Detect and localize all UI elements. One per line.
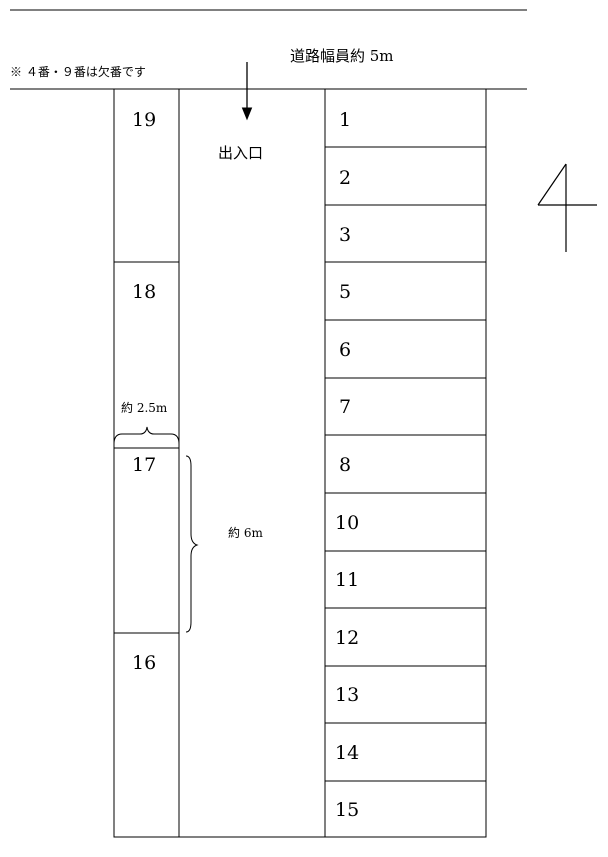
space-number-7: 7 [339,396,351,418]
space-number-19: 19 [132,109,156,131]
north-marker-icon [537,163,597,252]
space-number-16: 16 [132,652,156,674]
entrance-label: 出入口 [218,144,263,162]
space-number-6: 6 [339,339,351,361]
space-number-2: 2 [339,167,351,189]
parking-space-16 [113,632,180,838]
width-dimension-label: 約 2.5m [121,400,168,415]
width-dimension-brace [113,426,180,445]
road-width-label: 道路幅員約 5m [290,47,394,65]
length-dimension-label: 約 6m [228,525,263,540]
space-number-15: 15 [335,799,359,821]
space-number-14: 14 [335,742,359,764]
entrance-arrow-icon [241,107,253,121]
space-number-8: 8 [339,454,351,476]
space-number-17: 17 [132,454,156,476]
left-parking-column: 19 18 17 16 [113,88,180,838]
space-number-18: 18 [132,281,156,303]
missing-numbers-note: ※ ４番・９番は欠番です [10,64,146,79]
space-number-10: 10 [335,512,359,534]
space-number-11: 11 [335,569,359,591]
space-number-1: 1 [339,109,351,131]
length-dimension-brace [185,455,199,633]
space-number-13: 13 [335,684,359,706]
space-number-5: 5 [339,281,351,303]
right-parking-column: 1 2 3 5 6 7 8 10 11 12 13 14 15 [324,88,487,838]
space-number-3: 3 [339,224,351,246]
space-number-12: 12 [335,627,359,649]
parking-space-15 [324,780,487,838]
